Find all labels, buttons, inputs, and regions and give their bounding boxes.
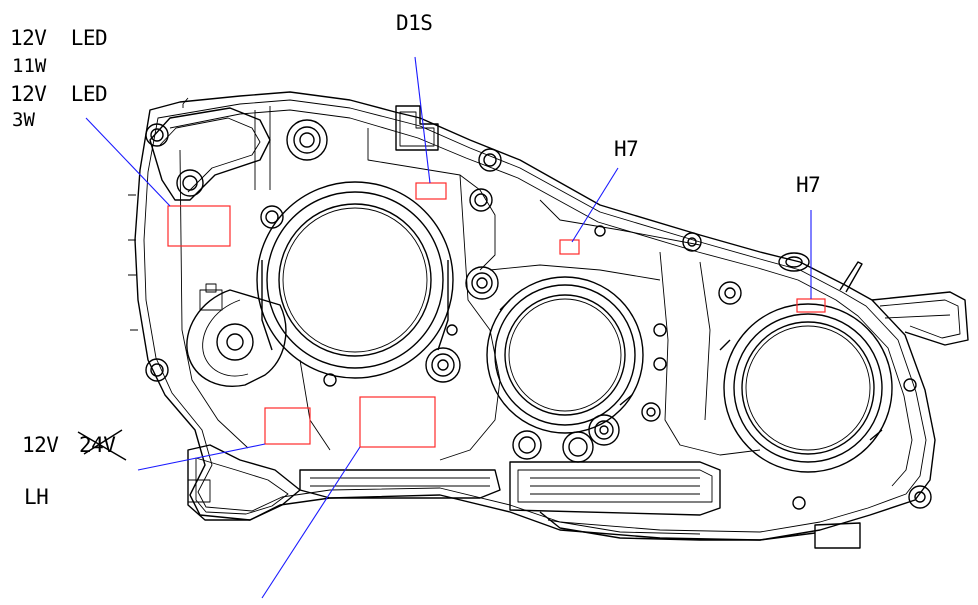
marking-box-voltage (264, 407, 311, 445)
marking-box-d1s (415, 182, 447, 200)
screw-boss (260, 205, 284, 229)
leader-line-voltage (137, 443, 266, 471)
leader-line-h7-left (571, 167, 619, 243)
screw-boss (792, 496, 806, 510)
screw-boss (562, 431, 594, 463)
marking-box-main (359, 396, 436, 448)
marking-box-h7-left (559, 239, 580, 255)
screw-boss (682, 232, 702, 252)
leader-line-d1s (414, 56, 431, 184)
screw-boss (176, 169, 204, 197)
label-side: LH (24, 485, 48, 509)
screw-boss (446, 324, 458, 336)
label-d1s: D1S (396, 11, 432, 35)
label-led-top-voltage: 12V LED (10, 26, 107, 50)
screw-boss (908, 485, 932, 509)
screw-boss (145, 358, 169, 382)
screw-boss (425, 347, 461, 383)
label-voltage-new: 12V (22, 433, 59, 457)
screw-boss (653, 323, 667, 337)
marking-box-led (167, 205, 231, 247)
screw-bosses (145, 119, 932, 510)
label-led-mid-voltage: 12V LED (10, 82, 107, 106)
screw-boss (778, 252, 810, 272)
voltage-strike-mark (77, 431, 127, 461)
screw-boss (512, 430, 542, 460)
labels: 12V LED 11W 12V LED 3W D1S H7 H7 12V 24V… (10, 11, 821, 509)
fog-lamp-opening (719, 303, 893, 473)
screw-boss (594, 225, 606, 237)
high-beam-opening (486, 276, 644, 434)
low-beam-opening (256, 181, 454, 379)
screw-boss (588, 414, 620, 446)
screw-boss (478, 148, 502, 172)
screw-boss (323, 373, 337, 387)
screw-boss (145, 123, 169, 147)
screw-boss (903, 378, 917, 392)
screw-boss (641, 402, 661, 422)
leader-line-main (261, 446, 361, 599)
screw-boss (469, 188, 493, 212)
housing-outline (128, 91, 969, 549)
screw-boss (653, 357, 667, 371)
screw-boss (465, 266, 499, 300)
levelling-motor (186, 289, 287, 387)
label-h7-left: H7 (614, 137, 638, 161)
leader-lines (85, 56, 812, 599)
leader-line-led (85, 117, 171, 207)
screw-boss (286, 119, 328, 161)
label-led-mid-power: 3W (12, 109, 35, 131)
label-h7-right: H7 (796, 173, 820, 197)
label-led-top-power: 11W (12, 55, 47, 77)
screw-boss (718, 281, 742, 305)
voltage-strike-mark (83, 429, 123, 455)
